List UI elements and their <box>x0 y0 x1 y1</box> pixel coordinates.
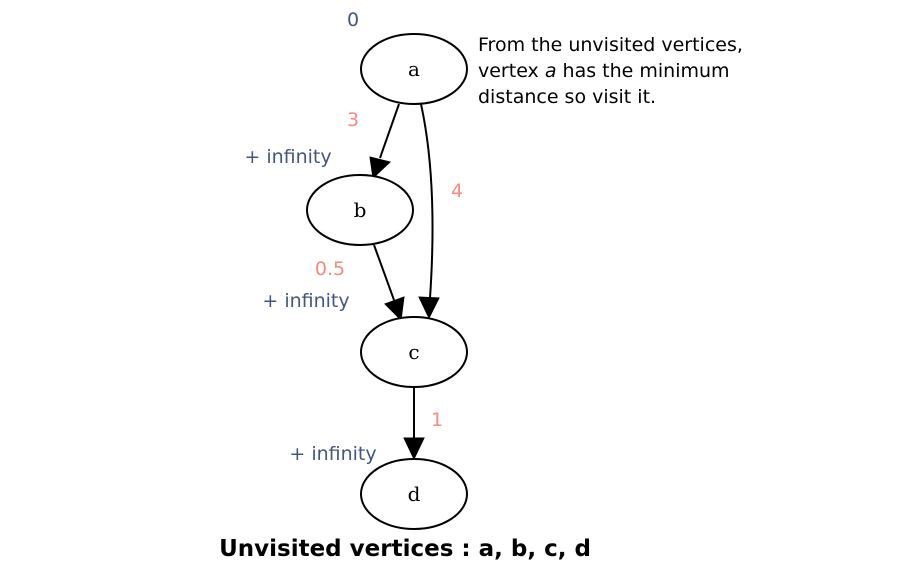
node-b-label: b <box>354 198 367 222</box>
edge-c-d <box>403 387 425 461</box>
node-d: d <box>360 458 468 530</box>
edge-a-b-arrowhead <box>369 156 392 180</box>
node-c-distance: + infinity <box>262 290 349 312</box>
node-b: b <box>306 174 414 246</box>
node-d-distance: + infinity <box>289 443 376 465</box>
edge-a-c-arrowhead <box>418 296 440 320</box>
edge-b-c-line <box>373 244 395 301</box>
edge-b-c-weight: 0.5 <box>315 258 345 280</box>
edge-weights: 3 4 0.5 1 <box>315 109 463 431</box>
node-a-ellipse <box>360 33 468 105</box>
note-line-1: From the unvisited vertices, <box>478 34 743 56</box>
note-vertex-name: a <box>545 60 557 82</box>
node-a-label: a <box>408 57 420 81</box>
unvisited-vertices-caption: Unvisited vertices : a, b, c, d <box>219 536 591 562</box>
nodes: a b c d <box>306 33 468 530</box>
edge-c-d-weight: 1 <box>431 409 443 431</box>
edge-a-b-line <box>379 103 400 159</box>
edge-c-d-arrowhead <box>403 437 425 461</box>
node-c: c <box>360 316 468 388</box>
node-b-distance: + infinity <box>244 146 331 168</box>
distance-labels: 0 + infinity + infinity + infinity <box>244 9 376 465</box>
node-b-ellipse <box>306 174 414 246</box>
note-line-2: vertex a has the minimum <box>478 60 730 82</box>
note-line-2-suffix: has the minimum <box>557 60 730 82</box>
edge-b-c <box>373 244 405 322</box>
edge-a-c-line <box>420 103 434 299</box>
node-d-ellipse <box>360 458 468 530</box>
edge-a-b-weight: 3 <box>347 109 359 131</box>
node-d-label: d <box>408 482 421 506</box>
node-c-label: c <box>408 340 419 364</box>
node-c-ellipse <box>360 316 468 388</box>
edge-b-c-arrowhead <box>384 296 405 322</box>
note-line-3: distance so visit it. <box>478 86 656 108</box>
explanation-note: From the unvisited vertices, vertex a ha… <box>478 34 743 108</box>
edge-a-c-weight: 4 <box>451 180 463 202</box>
edges <box>369 103 440 461</box>
node-a-distance: 0 <box>347 9 359 31</box>
edge-a-b <box>369 103 400 180</box>
edge-a-c <box>418 103 440 320</box>
node-a: a <box>360 33 468 105</box>
note-line-2-prefix: vertex <box>478 60 545 82</box>
